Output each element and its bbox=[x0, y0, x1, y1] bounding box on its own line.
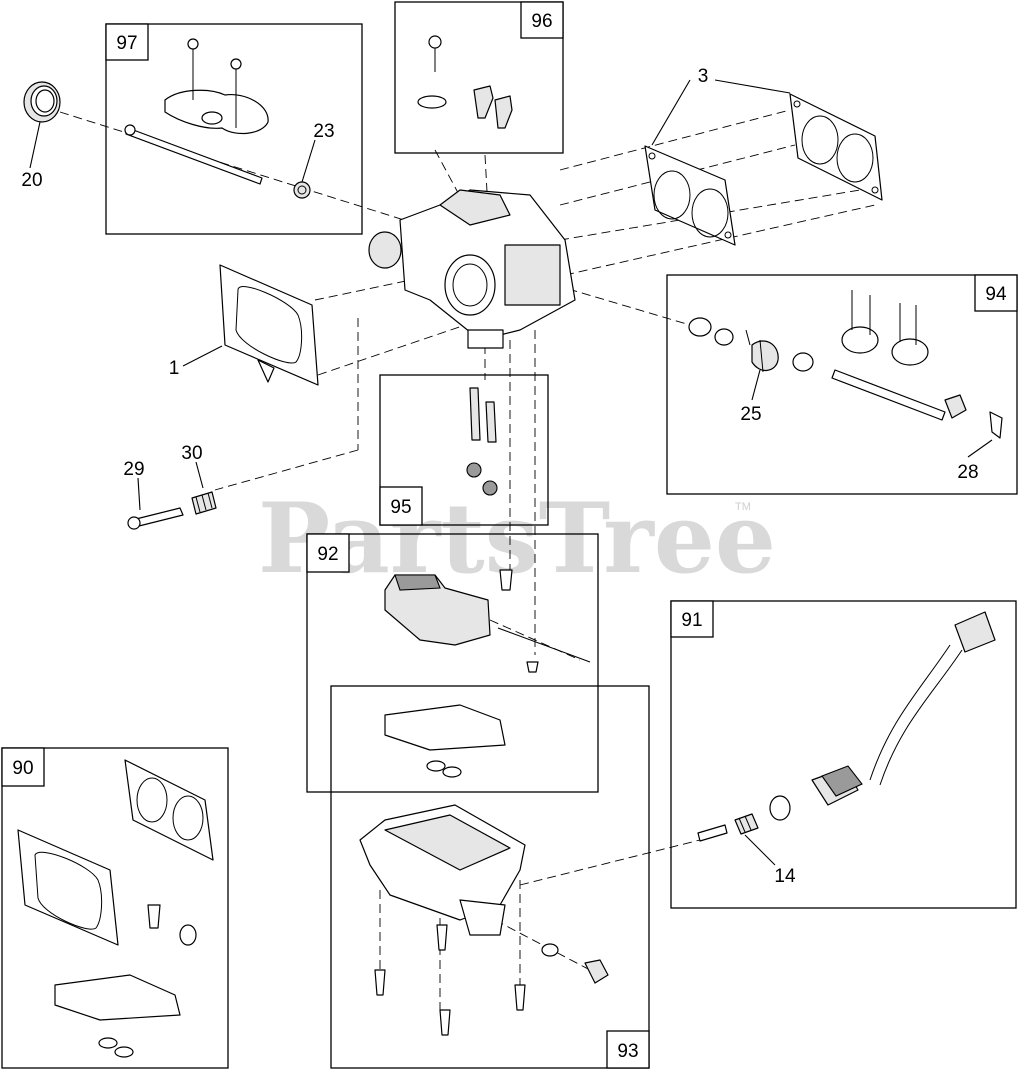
float-assembly[interactable] bbox=[384, 569, 591, 673]
carburetor-gasket-part[interactable] bbox=[219, 264, 319, 386]
idle-spring-part[interactable] bbox=[191, 491, 217, 515]
callout-14[interactable]: 14 bbox=[774, 866, 796, 887]
float-bowl-part[interactable] bbox=[359, 804, 526, 936]
kit-label-92: 92 bbox=[317, 544, 338, 565]
carburetor-body[interactable] bbox=[368, 189, 576, 349]
kit-label-96: 96 bbox=[531, 11, 552, 32]
kit-box-94[interactable]: 94 bbox=[666, 274, 1018, 495]
gasket-kit-parts[interactable] bbox=[17, 759, 214, 1058]
kit-box-95[interactable]: 95 bbox=[379, 374, 549, 526]
throttle-shaft-assembly[interactable] bbox=[688, 290, 1003, 439]
callout-30[interactable]: 30 bbox=[181, 443, 202, 464]
spacer-gasket-part[interactable] bbox=[789, 93, 883, 201]
seal-ring-part[interactable] bbox=[23, 81, 61, 123]
kit-box-92[interactable]: 92 bbox=[306, 533, 599, 793]
fuel-solenoid-assembly[interactable] bbox=[697, 611, 996, 842]
kit-label-90: 90 bbox=[12, 758, 33, 779]
kit-label-95: 95 bbox=[390, 497, 411, 518]
callout-20[interactable]: 20 bbox=[21, 170, 42, 191]
bowl-gasket-part[interactable] bbox=[384, 704, 506, 778]
idle-screw-part[interactable] bbox=[127, 507, 184, 530]
kit-box-97[interactable]: 97 bbox=[105, 23, 363, 235]
kit-label-93: 93 bbox=[617, 1041, 638, 1062]
callout-1[interactable]: 1 bbox=[169, 358, 180, 379]
kit-box-93[interactable]: 93 bbox=[330, 685, 650, 1069]
callout-3[interactable]: 3 bbox=[698, 66, 709, 87]
bowl-screws-set[interactable] bbox=[374, 924, 609, 1036]
alignment-lines bbox=[59, 109, 876, 1010]
callout-29[interactable]: 29 bbox=[123, 459, 144, 480]
watermark-trademark: TM bbox=[735, 501, 751, 513]
choke-plate-assembly[interactable] bbox=[124, 38, 269, 185]
callout-25[interactable]: 25 bbox=[740, 404, 761, 425]
jet-screws-set[interactable] bbox=[417, 35, 513, 129]
callout-leaders bbox=[29, 79, 993, 866]
intake-gasket-part[interactable] bbox=[644, 145, 736, 246]
callout-23[interactable]: 23 bbox=[313, 121, 334, 142]
kit-box-91[interactable]: 91 bbox=[670, 600, 1017, 909]
kit-box-96[interactable]: 96 bbox=[394, 1, 564, 154]
kit-label-97: 97 bbox=[116, 33, 137, 54]
kit-box-90[interactable]: 90 bbox=[1, 747, 229, 1069]
callout-28[interactable]: 28 bbox=[957, 462, 978, 483]
kit-label-94: 94 bbox=[985, 284, 1007, 305]
spring-clip-part[interactable] bbox=[293, 181, 311, 199]
emulsion-tubes-set[interactable] bbox=[466, 387, 498, 496]
kit-label-91: 91 bbox=[681, 610, 702, 631]
